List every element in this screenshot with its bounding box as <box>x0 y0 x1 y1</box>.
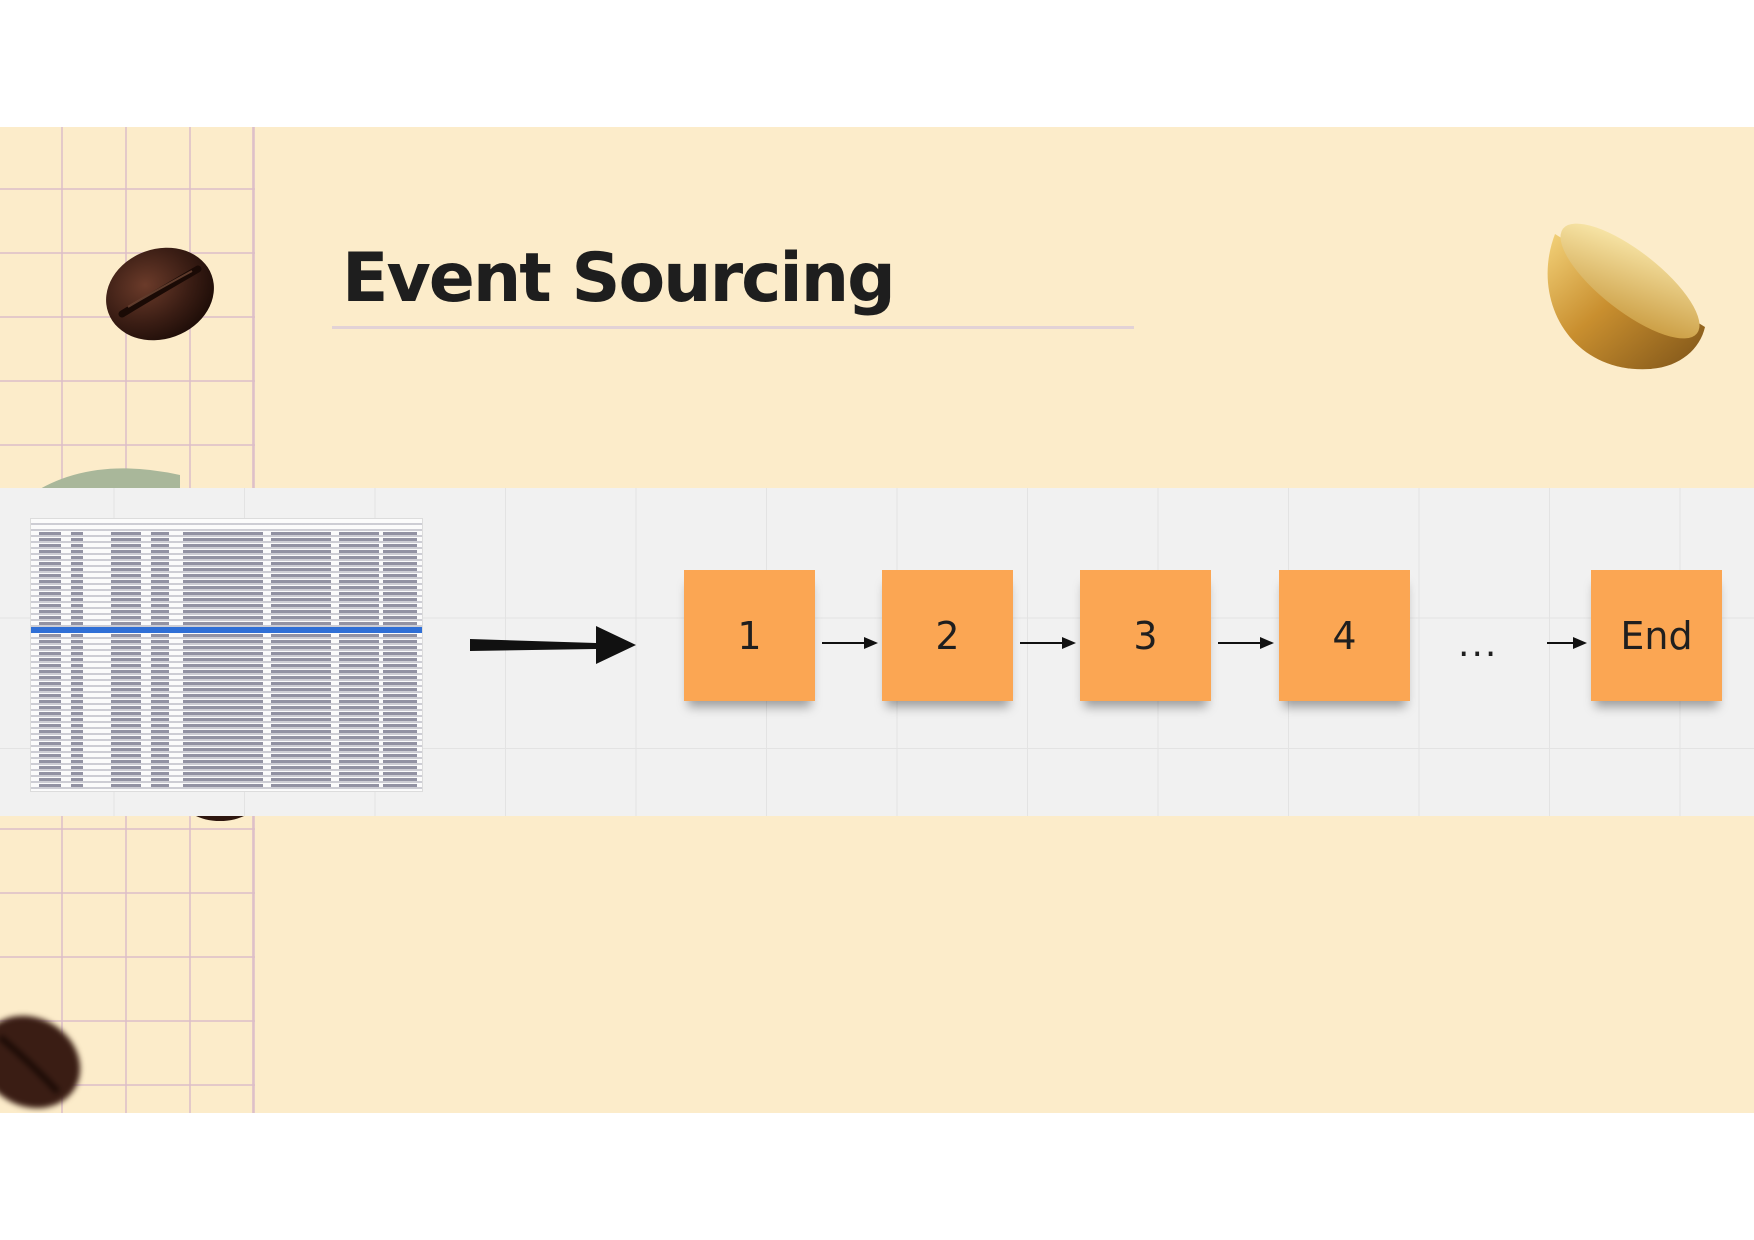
coffee-bean-icon <box>106 247 214 341</box>
table-column <box>151 529 169 787</box>
event-node-4: 4 <box>1279 570 1410 701</box>
table-column <box>39 529 61 787</box>
big-arrow-icon <box>470 626 636 664</box>
event-node-3: 3 <box>1080 570 1211 701</box>
slide-title: Event Sourcing <box>342 239 896 318</box>
table-column <box>339 529 379 787</box>
table-column <box>71 529 83 787</box>
event-node-label: 3 <box>1133 613 1158 658</box>
arrow-right-icon <box>1020 637 1076 649</box>
title-underline <box>332 326 1134 329</box>
arrow-right-icon <box>1218 637 1274 649</box>
event-node-label: 4 <box>1332 613 1357 658</box>
ellipsis: ... <box>1458 624 1499 665</box>
event-node-end: End <box>1591 570 1722 701</box>
arrow-right-icon <box>822 637 878 649</box>
table-column <box>271 529 331 787</box>
coffee-bean-icon <box>0 1015 81 1109</box>
arrow-right-icon <box>1547 637 1587 649</box>
event-node-2: 2 <box>882 570 1013 701</box>
event-log-table-image <box>30 518 423 792</box>
event-node-label: 1 <box>737 613 762 658</box>
table-column <box>383 529 417 787</box>
table-column <box>111 529 141 787</box>
golden-bowl-icon <box>1547 223 1705 370</box>
event-node-label: End <box>1620 613 1693 658</box>
table-column <box>183 529 263 787</box>
table-selected-row <box>31 627 422 633</box>
event-node-1: 1 <box>684 570 815 701</box>
event-node-label: 2 <box>935 613 960 658</box>
